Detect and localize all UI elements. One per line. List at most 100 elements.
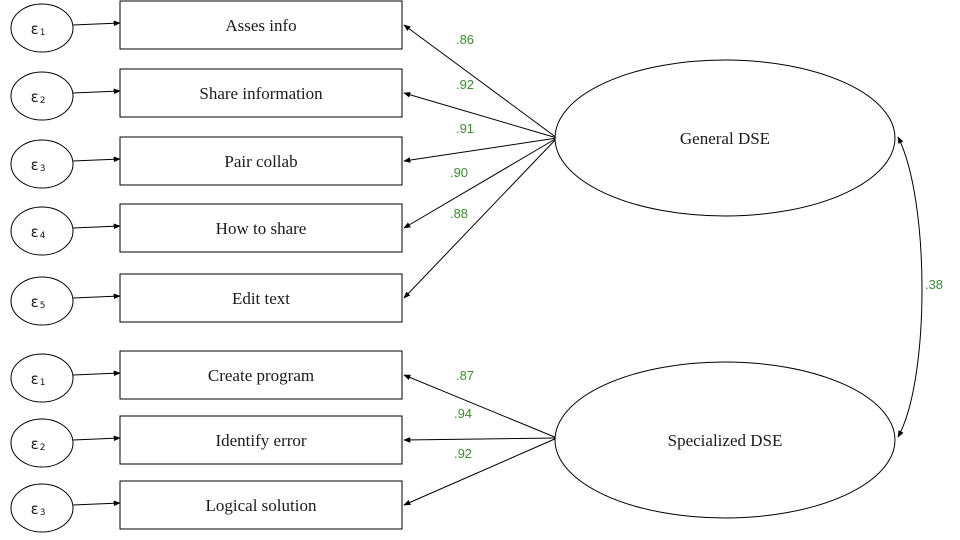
indicator-rect xyxy=(119,68,403,118)
error-term: ε1 xyxy=(10,3,74,53)
loading-coefficient: .90 xyxy=(450,165,468,180)
loading-coefficient: .91 xyxy=(456,121,474,136)
paths-layer xyxy=(72,20,923,507)
error-index: 4 xyxy=(40,231,46,241)
loading-coefficient: .88 xyxy=(450,206,468,221)
error-symbol: ε xyxy=(31,435,39,453)
factor-label: Specialized DSE xyxy=(668,431,783,450)
factor-label: General DSE xyxy=(680,129,770,148)
loading-coefficient: .86 xyxy=(456,32,474,47)
indicator-label: Edit text xyxy=(232,289,290,308)
error-label: ε4 xyxy=(31,223,46,241)
indicator-rect xyxy=(119,415,403,465)
error-ellipse xyxy=(10,3,74,53)
error-term: ε4 xyxy=(10,206,74,256)
indicator-box: Logical solution xyxy=(119,480,403,530)
error-path xyxy=(72,223,121,230)
correlation-coefficient: .38 xyxy=(925,277,943,292)
error-path xyxy=(72,370,121,377)
error-symbol: ε xyxy=(31,20,39,38)
error-ellipse xyxy=(10,71,74,121)
error-term: ε5 xyxy=(10,276,74,326)
indicator-box: Share information xyxy=(119,68,403,118)
error-symbol: ε xyxy=(31,293,39,311)
loading-path xyxy=(403,437,558,506)
indicator-box: Create program xyxy=(119,350,403,400)
error-index: 5 xyxy=(40,301,46,311)
error-path xyxy=(72,156,121,163)
indicator-label: Create program xyxy=(208,366,314,385)
error-label: ε5 xyxy=(31,293,46,311)
error-label: ε3 xyxy=(31,500,46,518)
error-path xyxy=(72,293,121,300)
loading-path xyxy=(403,92,558,139)
indicator-box: Identify error xyxy=(119,415,403,465)
indicator-rect xyxy=(119,273,403,323)
latent-factor-general: General DSE xyxy=(554,59,896,217)
error-index: 1 xyxy=(40,28,46,38)
error-index: 2 xyxy=(40,96,46,106)
error-ellipse xyxy=(10,276,74,326)
error-term: ε2 xyxy=(10,71,74,121)
indicator-rect xyxy=(119,203,403,253)
indicator-rect xyxy=(119,480,403,530)
error-path xyxy=(72,88,121,95)
error-symbol: ε xyxy=(31,88,39,106)
error-term: ε3 xyxy=(10,139,74,189)
indicator-label: Logical solution xyxy=(206,496,317,515)
error-ellipse xyxy=(10,418,74,468)
error-path xyxy=(72,20,121,27)
loading-coefficient: .94 xyxy=(454,406,472,421)
indicator-box: How to share xyxy=(119,203,403,253)
error-path xyxy=(72,435,121,442)
indicator-label: Identify error xyxy=(215,431,306,450)
error-index: 2 xyxy=(40,443,46,453)
error-label: ε2 xyxy=(31,435,46,453)
indicator-label: Share information xyxy=(199,84,323,103)
indicator-box: Edit text xyxy=(119,273,403,323)
indicator-label: How to share xyxy=(216,219,307,238)
loading-path xyxy=(403,374,558,439)
indicator-box: Asses info xyxy=(119,0,403,50)
indicator-label: Asses info xyxy=(225,16,296,35)
loading-coefficient: .87 xyxy=(456,368,474,383)
error-term: ε2 xyxy=(10,418,74,468)
loading-path xyxy=(403,137,558,299)
loading-path xyxy=(403,437,558,443)
loading-path xyxy=(403,137,558,163)
error-term: ε1 xyxy=(10,353,74,403)
error-ellipse xyxy=(10,139,74,189)
indicator-rect xyxy=(119,350,403,400)
factor-ellipse xyxy=(554,59,896,217)
loading-path xyxy=(403,137,558,229)
error-ellipse xyxy=(10,353,74,403)
error-symbol: ε xyxy=(31,156,39,174)
loading-path xyxy=(403,24,558,139)
error-ellipse xyxy=(10,483,74,533)
coefficients-layer: .86 .92 .91 .90 .88 .87 .94 .92 .38 xyxy=(450,32,943,461)
loading-coefficient: .92 xyxy=(454,446,472,461)
error-index: 3 xyxy=(40,508,46,518)
error-label: ε2 xyxy=(31,88,46,106)
loading-coefficient: .92 xyxy=(456,77,474,92)
indicator-label: Pair collab xyxy=(224,152,297,171)
error-label: ε1 xyxy=(31,370,46,388)
error-ellipse xyxy=(10,206,74,256)
error-path xyxy=(72,500,121,507)
error-symbol: ε xyxy=(31,370,39,388)
indicator-box: Pair collab xyxy=(119,136,403,186)
error-symbol: ε xyxy=(31,223,39,241)
error-term: ε3 xyxy=(10,483,74,533)
error-label: ε3 xyxy=(31,156,46,174)
factor-ellipse xyxy=(554,361,896,519)
error-symbol: ε xyxy=(31,500,39,518)
indicator-rect xyxy=(119,0,403,50)
error-index: 3 xyxy=(40,164,46,174)
indicator-rect xyxy=(119,136,403,186)
error-label: ε1 xyxy=(31,20,46,38)
latent-factor-specialized: Specialized DSE xyxy=(554,361,896,519)
correlation-path xyxy=(897,136,923,438)
error-index: 1 xyxy=(40,378,46,388)
